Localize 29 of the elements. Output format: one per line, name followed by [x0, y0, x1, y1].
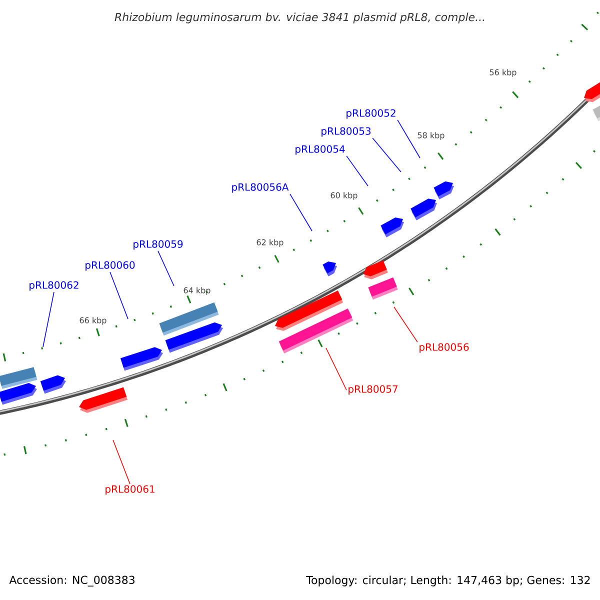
scale-label: 56 kbp — [490, 69, 516, 77]
footer-text: Topology: circular; Length: 147,463 bp; Genes: 132 — [306, 576, 590, 586]
title: Rhizobium leguminosarum bv. viciae 3841 plasmid pRL8, comple... — [114, 12, 484, 24]
leader-line — [110, 272, 128, 320]
gene-label: pRL80062 — [30, 281, 78, 291]
scale-label: 58 kbp — [418, 132, 444, 140]
gene-label: pRL80053 — [322, 127, 371, 137]
gene-label: pRL80061 — [106, 485, 154, 495]
gene-label: pRL80056 — [420, 343, 469, 353]
gene-label: pRL80057 — [348, 385, 398, 395]
gene-label: pRL80059 — [134, 240, 183, 250]
gene-label: pRL80060 — [86, 261, 135, 271]
leader-line — [158, 250, 174, 286]
leader-line — [42, 292, 54, 348]
leader-line — [372, 138, 402, 172]
leader-line — [394, 306, 418, 342]
leader-line — [112, 440, 130, 484]
scale-label: 62 kbp — [256, 239, 284, 247]
scale-label: 66 kbp — [80, 317, 106, 325]
leader-line — [326, 348, 347, 390]
scale-label: 60 kbp — [330, 192, 358, 200]
gene-label: pRL80052 — [346, 109, 396, 119]
scale-label: 64 kbp — [184, 287, 210, 295]
gene-label: pRL80056A — [232, 183, 289, 193]
gene-label: pRL80054 — [296, 145, 345, 155]
footer-text: Accession: NC_008383 — [9, 576, 134, 586]
leader-line — [397, 120, 420, 158]
leader-line — [346, 156, 368, 186]
leader-line — [290, 194, 312, 232]
